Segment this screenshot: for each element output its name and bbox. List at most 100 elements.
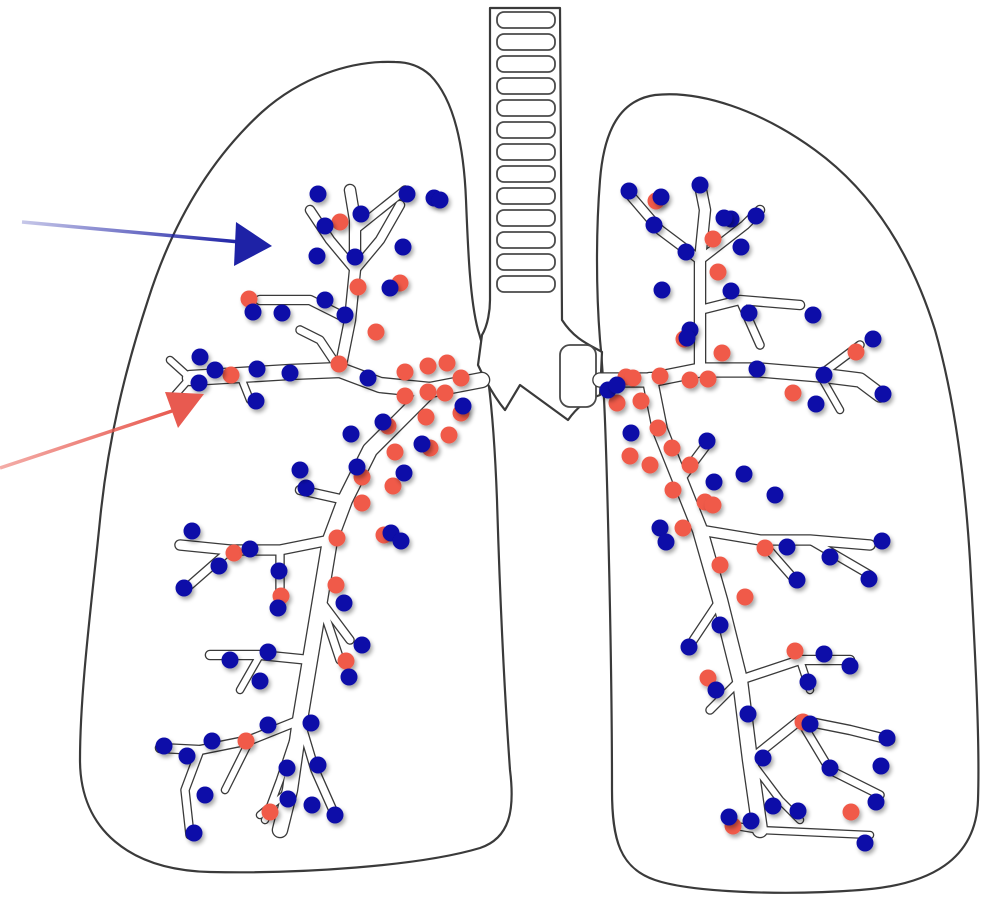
blue-marker-dot	[865, 331, 882, 348]
blue-marker-dot	[260, 717, 277, 734]
blue-marker-dot	[455, 398, 472, 415]
blue-marker-dot	[653, 189, 670, 206]
blue-marker-dot	[609, 377, 626, 394]
blue-marker-dot	[692, 177, 709, 194]
blue-marker-dot	[347, 249, 364, 266]
blue-marker-dot	[245, 304, 262, 321]
red-marker-dot	[665, 482, 682, 499]
red-marker-dot	[714, 345, 731, 362]
red-marker-dot	[848, 344, 865, 361]
blue-marker-dot	[681, 639, 698, 656]
red-marker-dot	[675, 520, 692, 537]
blue-marker-dot	[360, 370, 377, 387]
red-marker-dot	[622, 448, 639, 465]
blue-marker-dot	[621, 183, 638, 200]
trachea-ring	[497, 210, 555, 226]
red-marker-dot	[439, 355, 456, 372]
trachea-ring	[497, 78, 555, 94]
blue-marker-dot	[292, 462, 309, 479]
red-marker-dot	[652, 368, 669, 385]
blue-marker-dot	[184, 523, 201, 540]
blue-marker-dot	[176, 580, 193, 597]
blue-marker-dot	[327, 807, 344, 824]
blue-marker-dot	[879, 730, 896, 747]
blue-marker-dot	[282, 365, 299, 382]
blue-marker-dot	[873, 758, 890, 775]
red-marker-dot	[625, 370, 642, 387]
blue-marker-dot	[861, 571, 878, 588]
blue-marker-dot	[179, 748, 196, 765]
blue-marker-dot	[654, 282, 671, 299]
blue-marker-dot	[779, 539, 796, 556]
red-marker-dot	[354, 495, 371, 512]
blue-marker-dot	[317, 292, 334, 309]
blue-marker-dot	[304, 797, 321, 814]
blue-marker-dot	[341, 669, 358, 686]
blue-marker-dot	[310, 186, 327, 203]
blue-marker-dot	[868, 794, 885, 811]
red-marker-dot	[387, 444, 404, 461]
blue-marker-dot	[399, 186, 416, 203]
red-marker-dot	[633, 393, 650, 410]
blue-marker-dot	[396, 465, 413, 482]
blue-marker-dot	[767, 487, 784, 504]
blue-marker-dot	[303, 715, 320, 732]
blue-marker-dot	[857, 835, 874, 852]
blue-marker-dot	[260, 644, 277, 661]
blue-marker-dot	[204, 733, 221, 750]
red-marker-dot	[332, 214, 349, 231]
blue-marker-dot	[393, 533, 410, 550]
blue-marker-dot	[716, 210, 733, 227]
blue-marker-dot	[749, 361, 766, 378]
red-marker-dot	[700, 371, 717, 388]
blue-marker-dot	[337, 307, 354, 324]
trachea-ring	[497, 276, 555, 292]
left-lung-outline	[597, 94, 978, 893]
blue-marker-dot	[802, 716, 819, 733]
blue-marker-dot	[249, 361, 266, 378]
blue-marker-dot	[274, 305, 291, 322]
blue-marker-dot	[842, 658, 859, 675]
blue-marker-dot	[748, 208, 765, 225]
blue-marker-dot	[708, 682, 725, 699]
red-marker-dot	[420, 358, 437, 375]
blue-marker-dot	[658, 534, 675, 551]
blue-marker-dot	[712, 617, 729, 634]
trachea-ring	[497, 122, 555, 138]
blue-marker-dot	[156, 738, 173, 755]
blue-marker-dot	[790, 803, 807, 820]
blue-marker-dot	[349, 459, 366, 476]
red-marker-dot	[338, 653, 355, 670]
blue-marker-dot	[723, 283, 740, 300]
red-marker-dot	[664, 440, 681, 457]
blue-marker-dot	[211, 558, 228, 575]
blue-marker-dot	[310, 757, 327, 774]
red-marker-dot	[441, 427, 458, 444]
blue-marker-dot	[432, 192, 449, 209]
red-marker-dot	[262, 804, 279, 821]
red-marker-dot	[650, 420, 667, 437]
trachea-ring	[497, 100, 555, 116]
red-marker-dot	[737, 589, 754, 606]
blue-marker-dot	[375, 414, 392, 431]
blue-marker-dot	[822, 549, 839, 566]
red-marker-dot	[350, 279, 367, 296]
left-main-bronchus-cuff	[560, 345, 596, 407]
blue-marker-dot	[721, 809, 738, 826]
red-marker-dot	[418, 409, 435, 426]
red-marker-dot	[437, 385, 454, 402]
red-marker-dot	[757, 540, 774, 557]
blue-marker-dot	[743, 813, 760, 830]
blue-marker-dot	[808, 396, 825, 413]
blue-marker-dot	[679, 330, 696, 347]
trachea	[478, 8, 602, 420]
blue-marker-dot	[800, 674, 817, 691]
blue-marker-dot	[353, 206, 370, 223]
blue-marker-dot	[280, 791, 297, 808]
blue-marker-dot	[298, 480, 315, 497]
red-marker-dot	[705, 231, 722, 248]
blue-marker-dot	[242, 541, 259, 558]
red-marker-dot	[642, 457, 659, 474]
blue-marker-dot	[789, 572, 806, 589]
trachea-ring	[497, 144, 555, 160]
